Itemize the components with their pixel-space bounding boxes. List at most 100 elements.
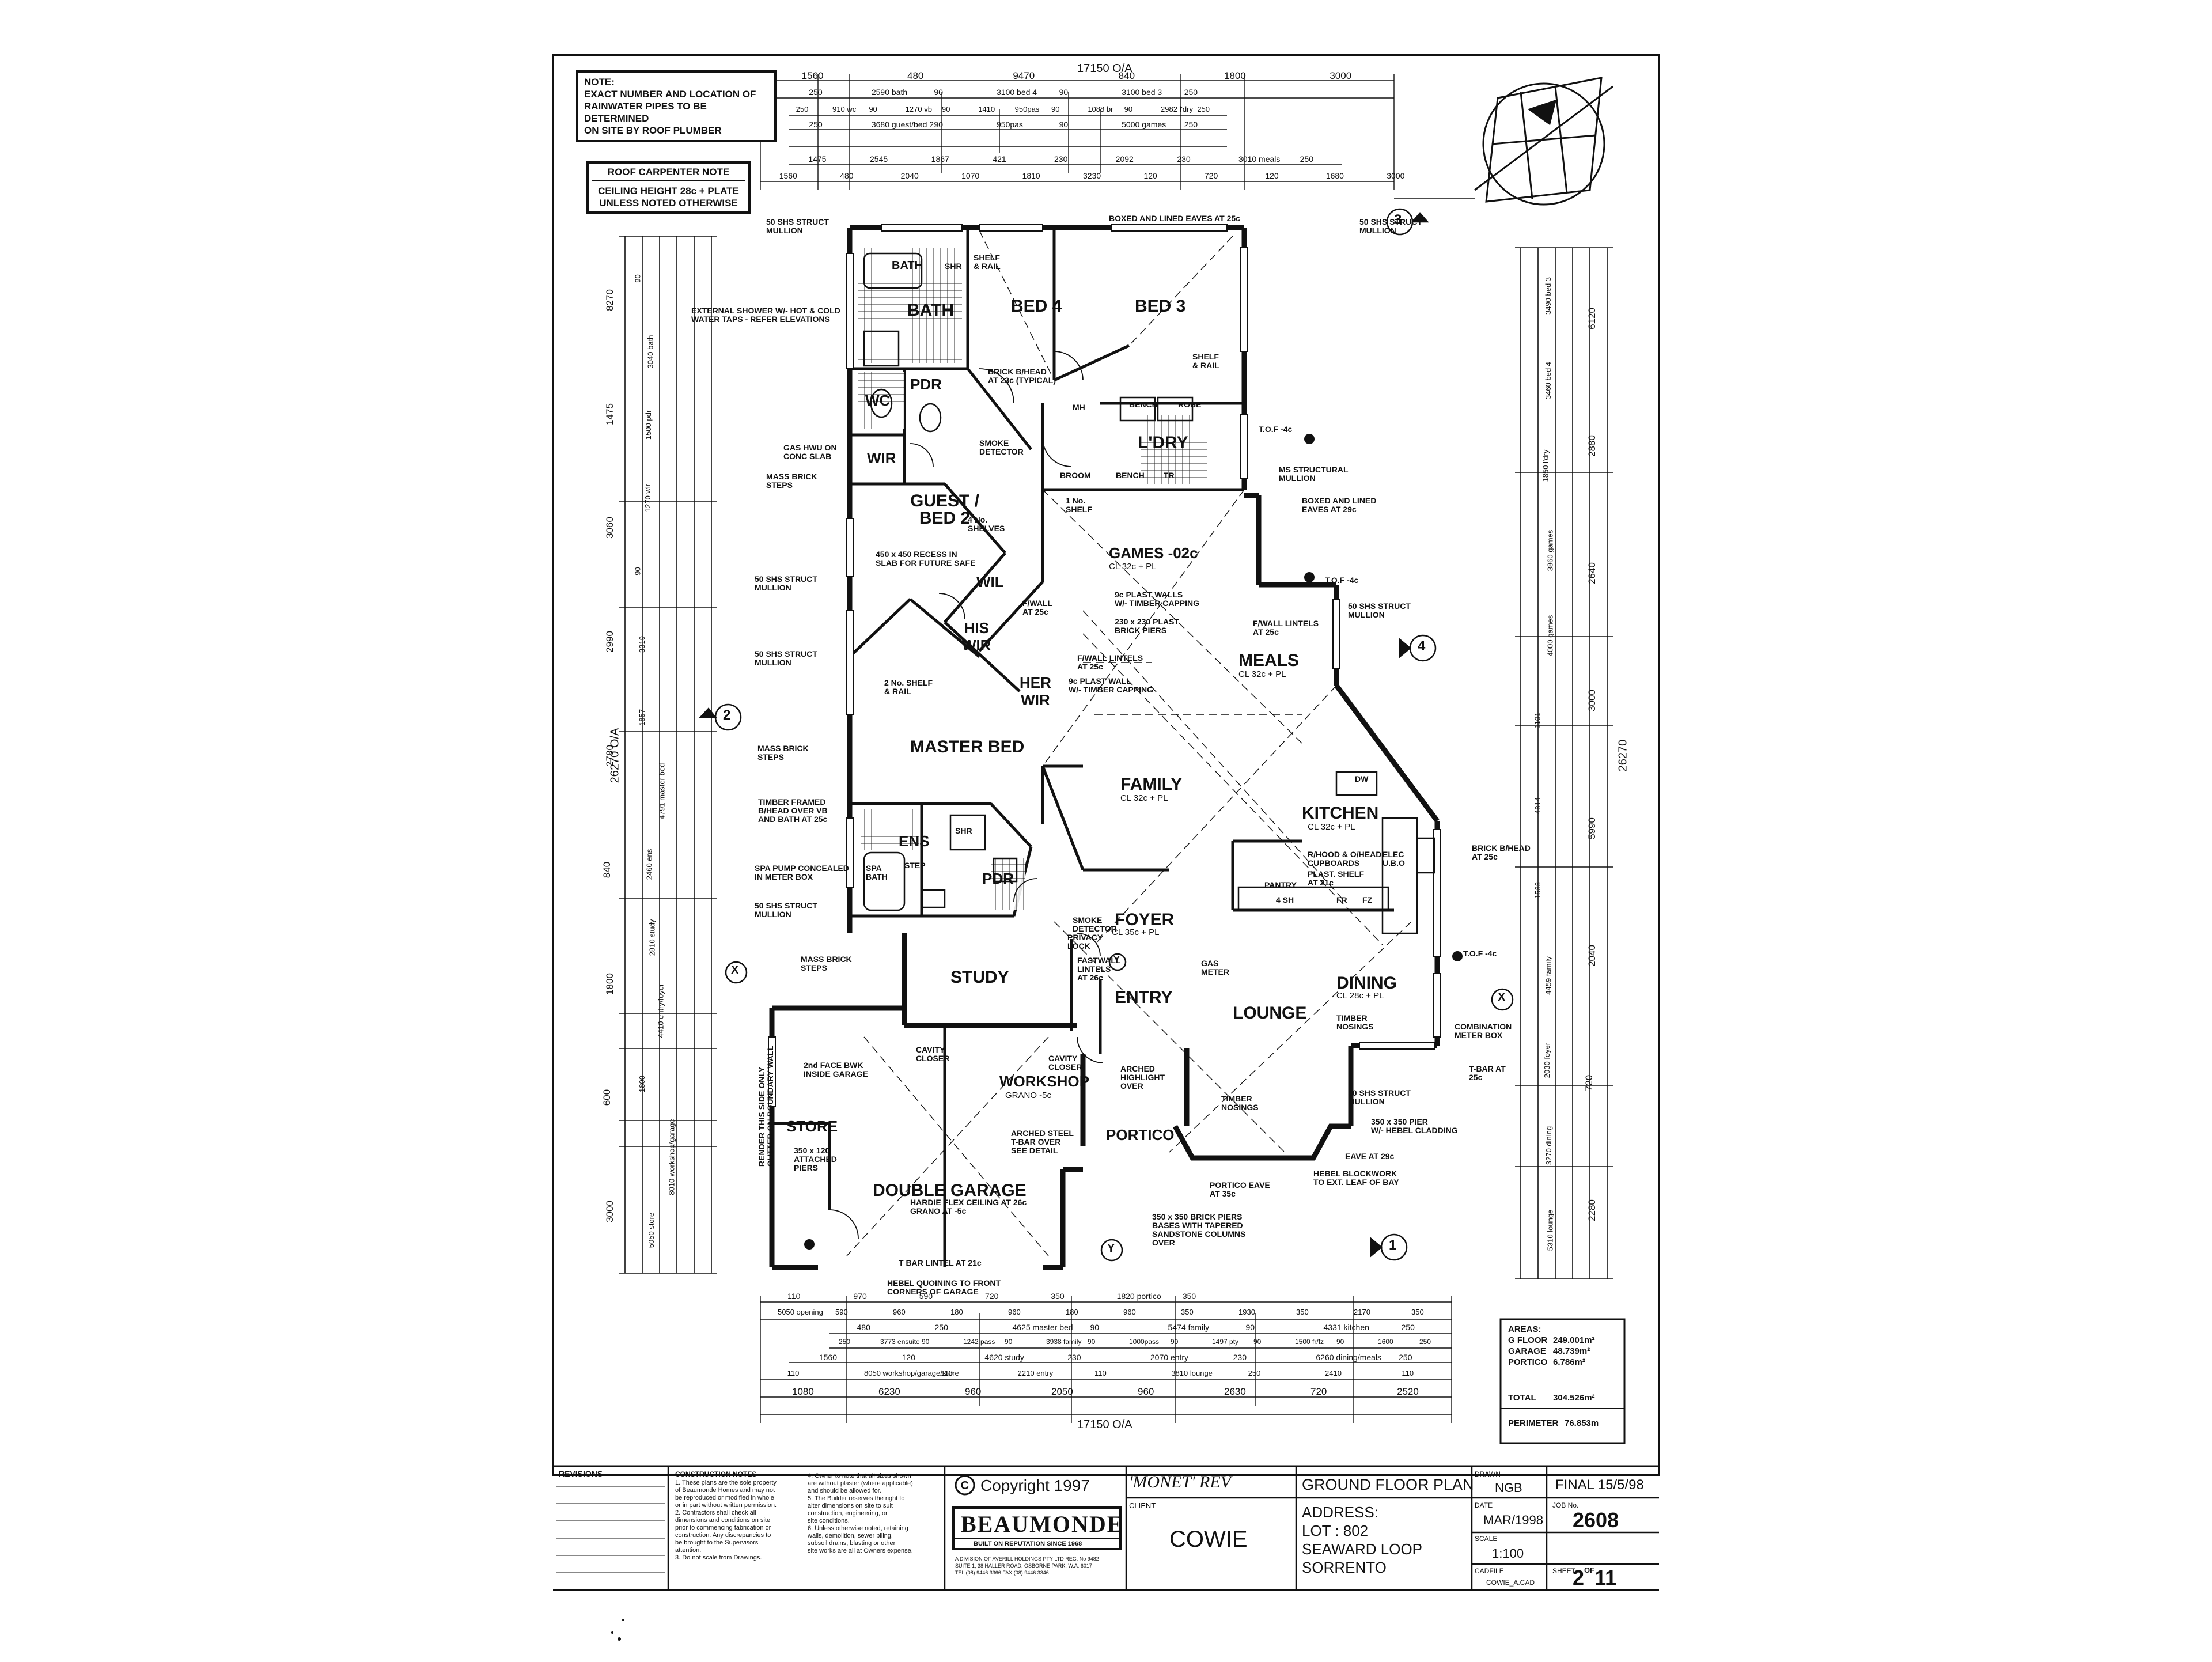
room-label-bath: BATH	[907, 301, 955, 320]
overall-width-bottom: 17150 O/A	[1077, 1418, 1132, 1431]
dimension-label: 2520	[1397, 1386, 1419, 1397]
dimension-label: 250	[796, 105, 809, 113]
dimension-label: 1850 l'dry	[1541, 449, 1550, 482]
dimension-label: 3000	[1586, 690, 1597, 712]
annotation-fz: FZ	[1362, 895, 1373, 904]
dimension-label: 6120	[1586, 307, 1597, 330]
north-arrow-icon	[1474, 77, 1613, 206]
dimension-label: 250	[1419, 1338, 1431, 1346]
room-label-bath-small: BATH	[892, 259, 923, 272]
annotation-gas-meter: GAS METER	[1201, 959, 1229, 976]
construction-notes-title: CONSTRUCTION NOTES	[675, 1470, 757, 1478]
dimension-label: 3680 guest/bed 2	[871, 120, 934, 129]
roof-carpenter-title: ROOF CARPENTER NOTE	[592, 166, 745, 181]
dimension-label: 110	[1402, 1369, 1414, 1377]
dimension-label: 4620 study	[984, 1353, 1024, 1362]
area-g-floor-label: G FLOOR	[1508, 1335, 1548, 1345]
dimension-label: 4625 master bed	[1012, 1323, 1073, 1332]
dimension-label: 3810 lounge	[1171, 1369, 1213, 1377]
company-tagline: BUILT ON REPUTATION SINCE 1968	[974, 1540, 1082, 1547]
annotation-ext-shower: EXTERNAL SHOWER W/- HOT & COLD WATER TAP…	[691, 306, 840, 324]
annotation-fastwall: FASTWALL LINTELS AT 26c	[1077, 956, 1121, 982]
right-dimension-ticks	[1515, 247, 1613, 1279]
dimension-label: 8010 workshop/garage	[667, 1119, 676, 1195]
annotation-shelves: 4 No. SHELVES	[968, 515, 1005, 533]
dimension-label: 230	[1067, 1353, 1081, 1362]
annotation-tr: TR	[1164, 471, 1175, 480]
tiled-areas	[858, 248, 1207, 910]
dimension-label: 250	[934, 1323, 948, 1332]
room-label-pantry: PANTRY	[1264, 880, 1297, 889]
date-label: DATE	[1475, 1501, 1493, 1509]
annotation-timber-nosings: TIMBER NOSINGS	[1336, 1013, 1374, 1031]
annotation-shelf-rail: 2 No. SHELF & RAIL	[884, 678, 933, 696]
dimension-label: 1560	[819, 1353, 838, 1362]
dimension-label: 350	[1296, 1308, 1309, 1316]
dimension-label: 120	[1265, 171, 1279, 180]
dimension-label: 2640	[1586, 562, 1597, 585]
section-mark-2: 2	[723, 707, 731, 723]
annotation-arched-highlight: ARCHED HIGHLIGHT OVER	[1120, 1064, 1165, 1091]
area-perimeter-value: 76.853m	[1565, 1418, 1599, 1428]
sheet-current: 2	[1573, 1566, 1585, 1589]
dimension-label: 590	[919, 1292, 933, 1301]
area-garage-label: GARAGE	[1508, 1346, 1546, 1356]
dimension-label: 1080	[792, 1386, 814, 1397]
dimension-label: 90	[942, 105, 950, 113]
annotation-boxed-eaves-29: BOXED AND LINED EAVES AT 29c	[1302, 496, 1377, 514]
annotation-mass-brick-1: MASS BRICK STEPS	[766, 472, 817, 490]
annotation-bench2: BENCH	[1116, 471, 1145, 480]
drawn-label: DRAWN	[1475, 1470, 1501, 1478]
dimension-label: 2880	[1586, 434, 1597, 457]
annotation-eave-29: EAVE AT 29c	[1345, 1152, 1395, 1161]
dimension-label: 1820 portico	[1116, 1292, 1161, 1301]
annotation-cavity-closer-1: CAVITY CLOSER	[916, 1045, 950, 1063]
dimension-label: 960	[893, 1308, 906, 1316]
annotation-ms-mullion: MS STRUCTURAL MULLION	[1279, 465, 1349, 483]
annotation-gas-hwu: GAS HWU ON CONC SLAB	[783, 443, 837, 461]
annotation-shelf-4: 4 SH	[1276, 895, 1294, 904]
dimension-label: 5050 store	[647, 1213, 656, 1248]
annotation-portico-eave: PORTICO EAVE AT 35c	[1210, 1180, 1270, 1198]
windows	[768, 224, 1441, 1107]
annotation-recess: 450 x 450 RECESS IN SLAB FOR FUTURE SAFE	[876, 550, 976, 567]
dimension-label: 90	[1005, 1338, 1013, 1346]
room-label-pdr-2: PDR	[982, 870, 1014, 887]
room-label-portico: PORTICO	[1106, 1126, 1175, 1144]
dimension-label: 90	[934, 88, 943, 97]
annotation-hebel-blockwork: HEBEL BLOCKWORK TO EXT. LEAF OF BAY	[1313, 1169, 1399, 1187]
company-address: A DIVISION OF AVERILL HOLDINGS PTY LTD R…	[955, 1556, 1099, 1576]
roof-carpenter-note: ROOF CARPENTER NOTE CEILING HEIGHT 28c +…	[586, 161, 751, 214]
scale-label: SCALE	[1475, 1535, 1498, 1543]
fixtures	[863, 252, 1435, 934]
annotation-spa-bath: SPA BATH	[866, 864, 888, 881]
dimension-label: 8270	[604, 289, 615, 311]
section-mark-x-left: X	[731, 964, 739, 976]
dimension-label: 3000	[1330, 70, 1352, 81]
dimension-label: 3000	[1387, 171, 1405, 180]
dimension-label: 3100 bed 3	[1122, 88, 1162, 97]
area-total-label: TOTAL	[1508, 1393, 1536, 1403]
dimension-label: 4410 entry/foyer	[656, 983, 665, 1038]
dimension-label: 2280	[1586, 1199, 1597, 1222]
construction-notes-col-1: 1. These plans are the sole property of …	[675, 1479, 777, 1561]
annotation-smoke-2: SMOKE DETECTOR	[1073, 915, 1117, 933]
dimension-label: 250	[1184, 120, 1198, 129]
rainwater-note: NOTE: EXACT NUMBER AND LOCATION OF RAINW…	[576, 70, 777, 142]
roof-carpenter-body: CEILING HEIGHT 28c + PLATE UNLESS NOTED …	[598, 185, 739, 209]
dimension-label: 180	[1066, 1308, 1078, 1316]
annotation-pier-350: 350 x 350 PIER W/- HEBEL CLADDING	[1371, 1117, 1458, 1135]
annotation-shelf-rail-3: SHELF & RAIL	[1192, 352, 1219, 370]
cadfile-label: CADFILE	[1475, 1567, 1504, 1575]
annotation-combination-meter: COMBINATION METER BOX	[1455, 1022, 1512, 1040]
dimension-label: 720	[1204, 171, 1218, 180]
annotation-timber-framed: TIMBER FRAMED B/HEAD OVER VB AND BATH AT…	[758, 797, 828, 824]
dimension-label: 2982 l'dry	[1161, 105, 1193, 113]
annotation-struct-mullion-4: 50 SHS STRUCT MULLION	[755, 901, 817, 919]
overall-depth-right: 26270	[1616, 739, 1630, 772]
annotation-struct-mullion-1: 50 SHS STRUCT MULLION	[766, 217, 829, 235]
job-number: 2608	[1573, 1508, 1619, 1532]
